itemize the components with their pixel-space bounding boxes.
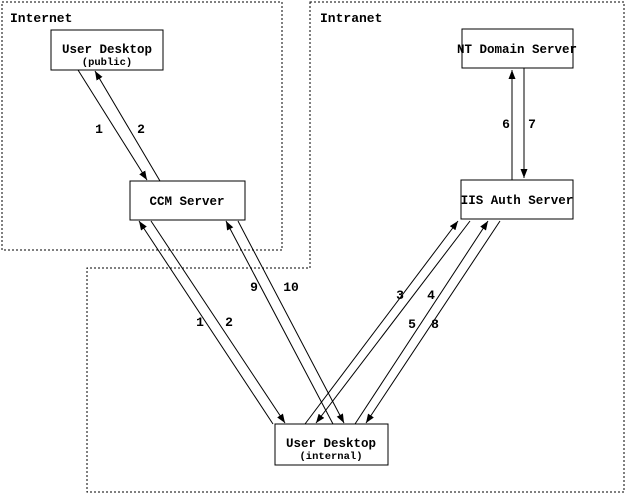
flow-3-line [304,220,459,425]
flow-label-2-public: 2 [137,122,145,137]
flow-1-internal-line [138,220,274,425]
node-title: NT Domain Server [457,43,577,57]
node-box [129,180,246,221]
node-title: User Desktop [62,43,152,57]
flow-1-public-line [77,69,148,181]
flow-label-8: 8 [431,317,439,332]
flow-label-1-internal: 1 [196,315,204,330]
flow-label-6: 6 [502,117,510,132]
flow-2-public-line [94,70,161,182]
flow-label-5: 5 [408,317,416,332]
flow-label-4: 4 [427,288,435,303]
node-subtitle: (public) [82,57,132,69]
intranet-zone-label: Intranet [320,11,382,26]
node-subtitle: (internal) [299,451,362,463]
flow-label-2-internal: 2 [225,315,233,330]
flow-10-line [237,220,345,424]
flow-label-9: 9 [250,280,258,295]
internet-zone-border [1,1,283,251]
node-title: User Desktop [286,437,376,451]
node-box [274,423,389,466]
node-box [460,179,574,220]
internet-zone-label: Internet [10,11,72,26]
node-title: IIS Auth Server [461,194,574,208]
flow-8-line [365,220,501,424]
intranet-zone-border [86,1,625,493]
node-box [50,29,164,71]
flow-2-internal-line [150,220,286,424]
flow-label-10: 10 [283,280,299,295]
flow-label-1-public: 1 [95,122,103,137]
node-box [461,28,574,69]
node-user-desktop-public: User Desktop (public) [50,29,164,71]
flow-label-7: 7 [528,117,536,132]
flow-5-line [354,220,489,425]
node-nt-domain-server: NT Domain Server [457,28,577,69]
node-iis-auth-server: IIS Auth Server [460,179,574,220]
flow-label-3: 3 [396,288,404,303]
node-title: CCM Server [149,195,224,209]
flow-4-line [315,220,471,424]
flow-9-line [225,220,334,425]
node-ccm-server: CCM Server [129,180,246,221]
node-user-desktop-internal: User Desktop (internal) [274,423,389,466]
